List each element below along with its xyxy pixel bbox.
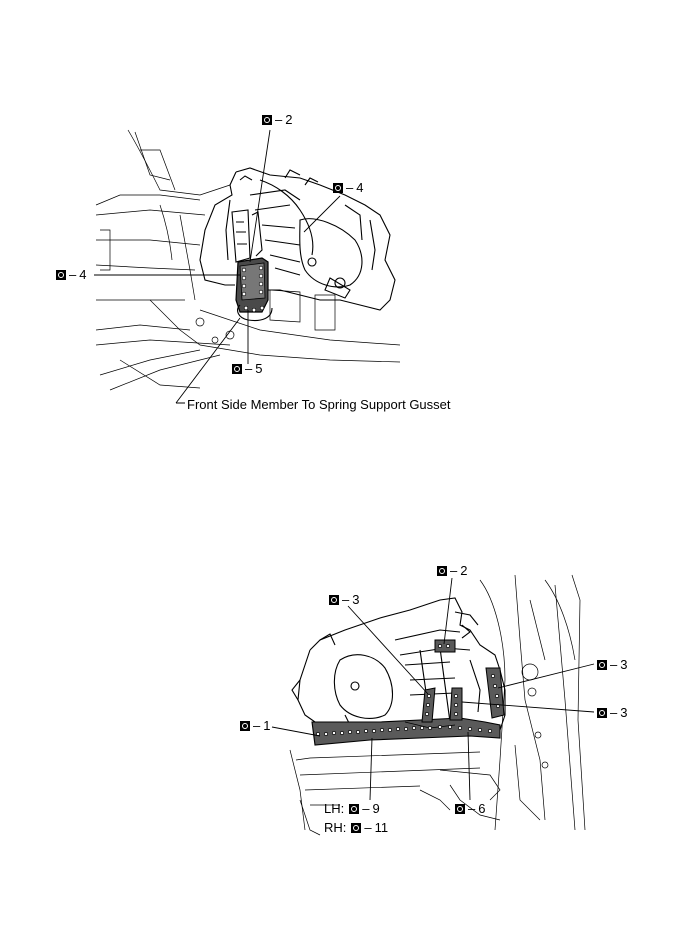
callout-dash: – xyxy=(610,657,618,672)
spot-weld-symbol-icon xyxy=(329,594,339,605)
callout-value: 11 xyxy=(374,820,389,835)
spot-weld-symbol-icon xyxy=(437,565,447,576)
callout-top-2: – 2 xyxy=(262,113,292,126)
callout-dash: – xyxy=(342,592,350,607)
bottom-apron-panel xyxy=(291,597,506,736)
callout-value: 6 xyxy=(478,801,486,816)
callout-bottom-3-lower-right: – 3 xyxy=(597,706,627,719)
spot-weld-symbol-icon xyxy=(232,363,242,374)
spot-weld-symbol-icon xyxy=(597,659,607,670)
callout-value: 1 xyxy=(263,718,271,733)
callout-dash: – xyxy=(468,801,476,816)
callout-value: 2 xyxy=(285,112,293,127)
callout-bottom-rh: RH: – 11 xyxy=(324,821,388,834)
callout-bottom-1: – 1 xyxy=(240,719,270,732)
spot-weld-symbol-icon xyxy=(56,269,66,280)
callout-value: 9 xyxy=(372,801,380,816)
callout-top-5: – 5 xyxy=(232,362,262,375)
callout-dash: – xyxy=(245,361,253,376)
spot-weld-symbol-icon xyxy=(455,803,465,814)
callout-top-4-right: – 4 xyxy=(333,181,363,194)
spot-weld-symbol-icon xyxy=(333,182,343,193)
spot-weld-symbol-icon xyxy=(351,822,362,833)
callout-bottom-3-left: – 3 xyxy=(329,593,359,606)
callout-bottom-2: – 2 xyxy=(437,564,467,577)
callout-value: 5 xyxy=(255,361,263,376)
callout-bottom-lh: LH: – 9 xyxy=(324,802,380,815)
callout-dash: – xyxy=(450,563,458,578)
callout-dash: – xyxy=(346,180,354,195)
part-label-gusset: Front Side Member To Spring Support Guss… xyxy=(187,397,451,412)
side-prefix: LH: xyxy=(324,801,345,816)
callout-value: 2 xyxy=(460,563,468,578)
callout-value: 3 xyxy=(620,705,628,720)
callout-bottom-6: – 6 xyxy=(455,802,485,815)
callout-bottom-3-upper-right: – 3 xyxy=(597,658,627,671)
side-prefix: RH: xyxy=(324,820,347,835)
top-leader-lines xyxy=(94,129,341,404)
callout-dash: – xyxy=(610,705,618,720)
bottom-weld-spots xyxy=(316,644,500,736)
spot-weld-symbol-icon xyxy=(597,707,607,718)
callout-value: 3 xyxy=(620,657,628,672)
callout-dash: – xyxy=(364,820,372,835)
top-gusset-bracket xyxy=(231,209,263,263)
callout-dash: – xyxy=(253,718,261,733)
callout-value: 4 xyxy=(79,267,87,282)
bottom-weld-strip xyxy=(311,639,505,746)
callout-dash: – xyxy=(69,267,77,282)
callout-value: 4 xyxy=(356,180,364,195)
bottom-body-background xyxy=(289,574,586,836)
callout-top-4-left: – 4 xyxy=(56,268,86,281)
callout-value: 3 xyxy=(352,592,360,607)
top-apron-panel xyxy=(199,167,396,311)
bottom-leader-lines xyxy=(271,577,595,801)
top-body-background xyxy=(95,129,401,391)
callout-dash: – xyxy=(362,801,370,816)
top-weld-spots xyxy=(241,265,265,313)
callout-dash: – xyxy=(275,112,283,127)
spot-weld-symbol-icon xyxy=(349,803,360,814)
spot-weld-symbol-icon xyxy=(262,114,272,125)
spot-weld-symbol-icon xyxy=(240,720,250,731)
